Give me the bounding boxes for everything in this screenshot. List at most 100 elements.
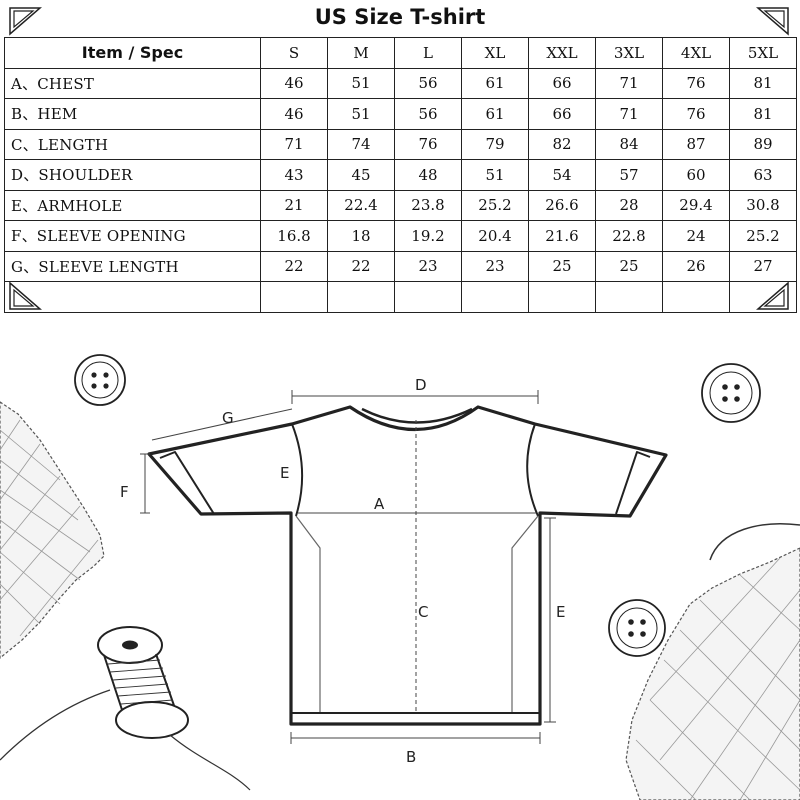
- table-cell: 71: [595, 67, 663, 99]
- table-cell: 29.4: [662, 189, 730, 221]
- table-cell: 25: [595, 250, 663, 282]
- spec-label: D、SHOULDER: [4, 159, 261, 191]
- table-cell: 28: [595, 189, 663, 221]
- table-cell: 22.4: [327, 189, 395, 221]
- table-cell: 45: [327, 159, 395, 191]
- table-cell: 25.2: [461, 189, 529, 221]
- dimension-label-d: D: [415, 376, 427, 394]
- table-cell: [528, 281, 596, 313]
- column-header: S: [260, 37, 328, 69]
- dimension-label-g: G: [222, 409, 234, 427]
- table-cell: 71: [260, 128, 328, 160]
- table-cell: 26.6: [528, 189, 596, 221]
- column-header: 3XL: [595, 37, 663, 69]
- dimension-label-e: E: [280, 464, 289, 482]
- table-cell: 21.6: [528, 220, 596, 252]
- table-cell: 18: [327, 220, 395, 252]
- table-cell: 48: [394, 159, 462, 191]
- table-cell: 23.8: [394, 189, 462, 221]
- table-header-row: Item / Spec S M L XL XXL 3XL 4XL 5XL: [4, 37, 797, 69]
- table-cell: 27: [729, 250, 797, 282]
- table-cell: [729, 281, 797, 313]
- tshirt-diagram: D G F E A C E B: [0, 354, 800, 800]
- corner-ornament-icon: [756, 281, 789, 310]
- table-cell: 19.2: [394, 220, 462, 252]
- table-cell: [595, 281, 663, 313]
- table-cell: 57: [595, 159, 663, 191]
- table-cell: 22: [260, 250, 328, 282]
- size-table: Item / Spec S M L XL XXL 3XL 4XL 5XL A、C…: [4, 37, 797, 313]
- table-cell: [662, 281, 730, 313]
- table-cell: 21: [260, 189, 328, 221]
- column-header: M: [327, 37, 395, 69]
- table-cell: 22: [327, 250, 395, 282]
- table-cell: 71: [595, 98, 663, 130]
- dimension-lines: [140, 390, 556, 744]
- fabric-swatch-icon: [625, 523, 800, 800]
- spec-label: C、LENGTH: [4, 128, 261, 160]
- table-cell: [461, 281, 529, 313]
- fabric-swatch-icon: [0, 401, 105, 659]
- dimension-label-f: F: [120, 483, 129, 501]
- table-cell: 51: [461, 159, 529, 191]
- table-cell: 46: [260, 67, 328, 99]
- table-cell: 20.4: [461, 220, 529, 252]
- thread-spool-icon: [0, 626, 251, 791]
- table-cell: 76: [394, 128, 462, 160]
- dimension-label-c: C: [418, 603, 428, 621]
- button-icon: [74, 354, 126, 406]
- table-cell: 61: [461, 67, 529, 99]
- spec-label: F、SLEEVE OPENING: [4, 220, 261, 252]
- table-cell: [260, 281, 328, 313]
- column-header: 4XL: [662, 37, 730, 69]
- table-cell: 51: [327, 67, 395, 99]
- table-cell: 76: [662, 98, 730, 130]
- table-cell: 81: [729, 98, 797, 130]
- button-icon: [701, 363, 761, 423]
- tshirt-outline: [147, 405, 668, 726]
- spec-label: E、ARMHOLE: [4, 189, 261, 221]
- column-header: XL: [461, 37, 529, 69]
- table-cell: 87: [662, 128, 730, 160]
- table-cell: 25.2: [729, 220, 797, 252]
- button-icon: [608, 599, 666, 657]
- spec-label: [4, 281, 261, 313]
- dimension-label-b: B: [406, 748, 416, 766]
- spec-label: B、HEM: [4, 98, 261, 130]
- table-cell: 84: [595, 128, 663, 160]
- table-cell: 61: [461, 98, 529, 130]
- dimension-label-a: A: [374, 495, 385, 513]
- table-cell: 25: [528, 250, 596, 282]
- table-cell: 26: [662, 250, 730, 282]
- spec-label: A、CHEST: [4, 67, 261, 99]
- corner-ornament-icon: [9, 281, 42, 310]
- corner-ornament-icon: [9, 7, 42, 36]
- corner-ornament-icon: [756, 7, 789, 36]
- table-cell: 79: [461, 128, 529, 160]
- page-title: US Size T-shirt: [314, 5, 486, 29]
- table-cell: 56: [394, 98, 462, 130]
- table-cell: 54: [528, 159, 596, 191]
- column-header: L: [394, 37, 462, 69]
- table-cell: 63: [729, 159, 797, 191]
- table-cell: 16.8: [260, 220, 328, 252]
- table-row: [4, 281, 797, 313]
- table-cell: 74: [327, 128, 395, 160]
- table-cell: 24: [662, 220, 730, 252]
- table-cell: [394, 281, 462, 313]
- table-cell: 22.8: [595, 220, 663, 252]
- table-cell: 66: [528, 67, 596, 99]
- table-cell: 81: [729, 67, 797, 99]
- table-cell: 89: [729, 128, 797, 160]
- table-cell: 23: [394, 250, 462, 282]
- table-cell: 51: [327, 98, 395, 130]
- table-cell: 23: [461, 250, 529, 282]
- spec-label: G、SLEEVE LENGTH: [4, 250, 261, 282]
- table-cell: [327, 281, 395, 313]
- table-cell: 30.8: [729, 189, 797, 221]
